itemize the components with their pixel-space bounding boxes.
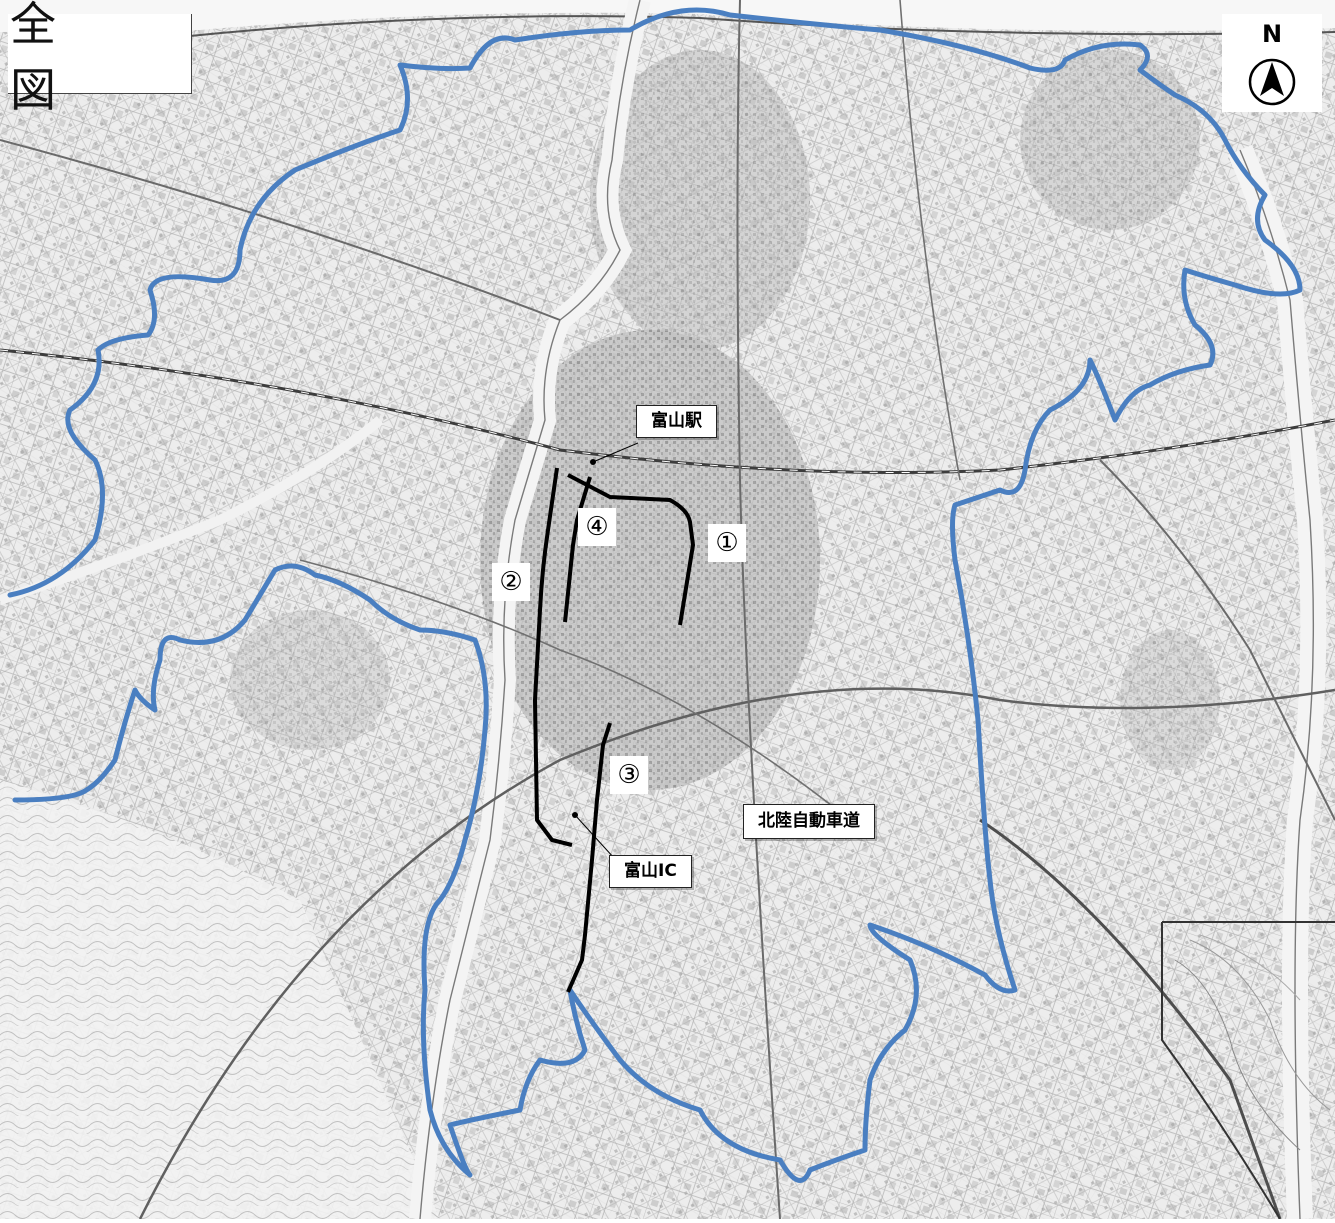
route-2-label[interactable]: ②	[492, 563, 530, 601]
station-marker	[590, 459, 596, 465]
route-1-label[interactable]: ①	[708, 524, 746, 562]
compass-icon	[1248, 58, 1296, 106]
north-letter: N	[1261, 20, 1283, 48]
route-4-line[interactable]	[563, 476, 592, 623]
ic-marker	[572, 812, 578, 818]
north-arrow: N	[1222, 14, 1322, 112]
route-4-label[interactable]: ④	[578, 508, 616, 546]
route-2-line[interactable]	[533, 467, 573, 847]
station-leader-line	[592, 442, 639, 463]
label-expressway[interactable]: 北陸自動車道	[743, 804, 875, 839]
label-toyama-station[interactable]: 富山駅	[636, 405, 717, 438]
map-title: 全 図	[8, 0, 218, 117]
inset-map	[1161, 921, 1335, 1220]
route-3-label[interactable]: ③	[610, 756, 648, 794]
label-toyama-ic[interactable]: 富山IC	[609, 855, 692, 888]
ic-leader-line	[574, 814, 615, 859]
route-3-line[interactable]	[566, 722, 612, 993]
route-1-line[interactable]	[567, 473, 695, 626]
study-area-boundary	[7, 7, 1303, 1183]
